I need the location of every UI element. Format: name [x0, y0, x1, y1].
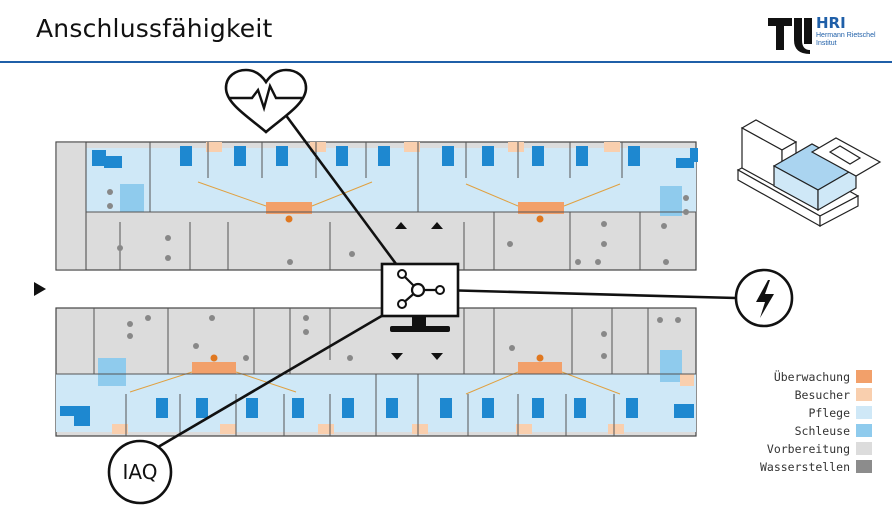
upper-water-points: [107, 189, 689, 265]
legend-swatch: [856, 460, 872, 473]
iaq-label: IAQ: [122, 460, 158, 484]
lower-airlock-right: [660, 350, 682, 382]
upper-monitor-sightlines: [197, 181, 621, 207]
up-arrow-icon: [431, 222, 443, 229]
legend-swatch: [856, 424, 872, 437]
upper-room-walls: [86, 142, 696, 270]
up-arrow-icon: [395, 222, 407, 229]
tu-hri-logo: HRI Hermann Rietschel Institut: [766, 14, 886, 54]
upper-monitoring-station-1: [266, 202, 312, 214]
title-divider: [0, 61, 892, 63]
lower-visitor-rooms: [112, 374, 694, 434]
lower-wing: [55, 307, 697, 437]
computer-network-icon: [380, 262, 460, 332]
upper-visitor-rooms: [206, 142, 620, 152]
legend-item: Besucher: [740, 386, 880, 404]
legend-item: Schleuse: [740, 422, 880, 440]
upper-care-zone: [86, 148, 696, 212]
building-3d-icon: [736, 119, 882, 228]
down-arrow-icon: [391, 353, 403, 360]
lower-monitoring-station-1: [192, 362, 236, 374]
legend-swatch: [856, 370, 872, 383]
heart-pulse-icon: [224, 68, 308, 134]
legend-item: Wasserstellen: [740, 458, 880, 476]
connection-lines: [152, 109, 737, 452]
lightning-bolt-icon: [734, 268, 794, 328]
lower-monitor-sightlines: [129, 371, 621, 395]
iaq-sensor-node: [107, 439, 173, 505]
legend-label: Wasserstellen: [759, 460, 850, 474]
tu-logo-icon: [768, 18, 812, 54]
legend-item: Vorbereitung: [740, 440, 880, 458]
page-title: Anschlussfähigkeit: [36, 14, 273, 43]
legend-swatch: [856, 388, 872, 401]
legend-label: Pflege: [808, 406, 850, 420]
upper-wing: [55, 141, 698, 271]
legend-swatch: [856, 406, 872, 419]
legend-label: Überwachung: [773, 370, 850, 384]
logo-hri-text: HRI: [816, 14, 846, 32]
lower-beds: [60, 398, 694, 426]
upper-airlock: [120, 184, 144, 212]
legend-swatch: [856, 442, 872, 455]
legend-item: Überwachung: [740, 368, 880, 386]
lower-airlock: [98, 358, 126, 386]
upper-left-room: [55, 141, 87, 271]
logo-subtitle: Hermann Rietschel Institut: [816, 32, 876, 47]
upper-monitoring-station-2: [518, 202, 564, 214]
entrance-arrow-icon: [34, 282, 46, 296]
legend-label: Besucher: [794, 388, 850, 402]
upper-beds: [92, 146, 698, 168]
down-arrow-icon: [431, 353, 443, 360]
legend-item: Pflege: [740, 404, 880, 422]
legend-label: Schleuse: [794, 424, 850, 438]
lower-monitoring-station-2: [518, 362, 562, 374]
lower-water-points: [127, 315, 681, 361]
legend-label: Vorbereitung: [766, 442, 850, 456]
upper-airlock-right: [660, 186, 682, 216]
